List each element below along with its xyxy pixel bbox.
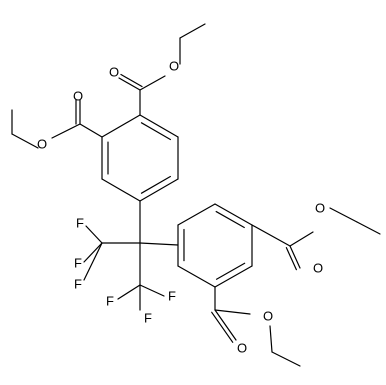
bond (83, 242, 103, 281)
bond (289, 231, 314, 247)
oxygen-atom: O (169, 59, 179, 74)
bond (51, 123, 81, 139)
fluorine-atom: F (74, 277, 82, 292)
bond (140, 175, 171, 194)
bond (118, 77, 141, 91)
bond (139, 242, 179, 246)
bond (214, 203, 253, 226)
oxygen-atom: O (37, 137, 47, 152)
bond (285, 247, 297, 271)
bond (214, 265, 253, 288)
bond (101, 178, 141, 202)
oxygen-atom: O (315, 201, 325, 216)
bond (215, 210, 245, 229)
bond (269, 325, 273, 353)
bond (289, 245, 301, 269)
bond (329, 207, 358, 223)
bond (271, 351, 301, 367)
oxygen-atom: O (237, 341, 247, 356)
bond (356, 221, 381, 235)
bond (85, 225, 103, 244)
fluorine-atom: F (76, 216, 84, 231)
bond (215, 262, 246, 280)
bond (214, 309, 237, 341)
bond (177, 203, 216, 226)
bond (177, 265, 216, 288)
fluorine-atom: F (74, 256, 82, 271)
fluorine-atom: F (106, 294, 114, 309)
bond (139, 178, 179, 202)
bond (179, 23, 206, 39)
oxygen-atom: O (263, 309, 273, 324)
bond (120, 73, 143, 88)
bond (101, 114, 141, 138)
bond (79, 123, 103, 138)
fluorine-atom: F (168, 289, 176, 304)
fluorine-atom: F (144, 311, 152, 326)
bond (140, 122, 171, 141)
oxygen-atom: O (313, 261, 323, 276)
bond (11, 133, 39, 149)
oxygen-atom: O (73, 89, 83, 104)
bond (139, 75, 166, 91)
bond (139, 284, 165, 297)
oxygen-atom: O (109, 65, 119, 80)
bond (214, 309, 251, 315)
bond (117, 284, 141, 300)
bond (139, 114, 179, 138)
bond (83, 242, 103, 263)
bond (211, 311, 234, 343)
bond (251, 224, 291, 247)
